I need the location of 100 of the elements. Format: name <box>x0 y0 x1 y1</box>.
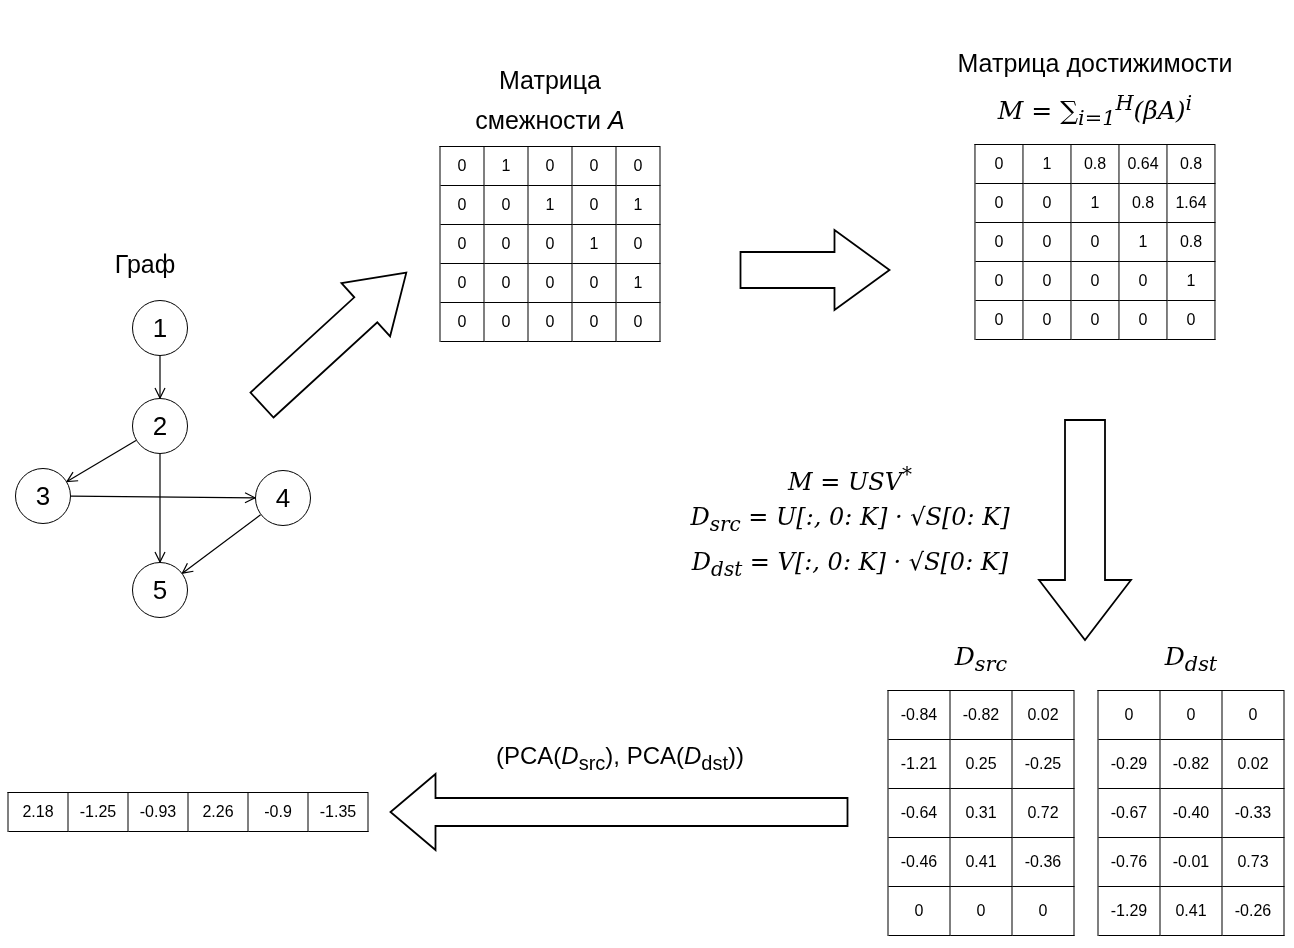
arrow <box>66 439 137 483</box>
matrix-cell: -0.93 <box>128 793 189 832</box>
matrix-cell: -1.29 <box>1098 887 1161 936</box>
matrix-cell: 0.8 <box>1071 145 1120 184</box>
matrix-cell: 0 <box>440 264 485 303</box>
matrix-cell: 0 <box>572 186 617 225</box>
arrow <box>154 453 166 563</box>
matrix-cell: 0 <box>975 262 1024 301</box>
matrix-cell: 0 <box>1071 262 1120 301</box>
formula: D$_{src}$ = U[:, 0: K] · √S[0: K] <box>690 503 1010 536</box>
matrix-cell: 0.41 <box>1160 887 1223 936</box>
matrix-cell: 0.8 <box>1167 223 1216 262</box>
matrix-cell: 0 <box>975 145 1024 184</box>
matrix-cell: 0 <box>975 223 1024 262</box>
graph-title: Граф <box>114 250 176 279</box>
matrix-cell: -0.9 <box>248 793 309 832</box>
matrix-cell: 0 <box>484 303 529 342</box>
matrix-cell: 0 <box>1119 301 1168 340</box>
matrix-cell: 0 <box>1071 223 1120 262</box>
matrix-cell: 0 <box>1023 262 1072 301</box>
matrix-cell: 0.8 <box>1167 145 1216 184</box>
matrix-cell: 0 <box>572 303 617 342</box>
matrix-cell: -0.40 <box>1160 789 1223 838</box>
matrix-cell: 1 <box>572 225 617 264</box>
matrix-cell: 0 <box>1012 887 1075 936</box>
matrix-cell: 0 <box>528 264 573 303</box>
matrix-cell: 0 <box>484 186 529 225</box>
matrix-cell: 0 <box>616 303 661 342</box>
matrix-cell: 0 <box>528 147 573 186</box>
matrix-cell: 0 <box>440 186 485 225</box>
matrix-cell: 0 <box>528 225 573 264</box>
matrix-cell: 1 <box>1023 145 1072 184</box>
matrix-cell: 0 <box>1023 184 1072 223</box>
block-arrow <box>739 228 892 312</box>
matrix-cell: -0.26 <box>1222 887 1285 936</box>
matrix-cell: 2.26 <box>188 793 249 832</box>
matrix-cell: -0.82 <box>1160 740 1223 789</box>
formula: M = USV$^{*}$ <box>788 462 912 496</box>
matrix-cell: 1 <box>616 264 661 303</box>
matrix-cell: 0 <box>1167 301 1216 340</box>
block-arrow <box>1037 419 1133 642</box>
matrix-cell: 1 <box>1119 223 1168 262</box>
matrix-cell: 0.25 <box>950 740 1013 789</box>
graph-node: 3 <box>15 468 71 524</box>
matrix-cell: 0 <box>1023 301 1072 340</box>
matrix-cell: 1.64 <box>1167 184 1216 223</box>
matrix-cell: -0.29 <box>1098 740 1161 789</box>
matrix-cell: -0.84 <box>888 691 951 740</box>
graph-node: 2 <box>132 398 188 454</box>
matrix-cell: 1 <box>616 186 661 225</box>
matrix-formula: D$_{dst}$ <box>1164 641 1218 678</box>
matrix-cell: -0.82 <box>950 691 1013 740</box>
matrix-cell: -0.36 <box>1012 838 1075 887</box>
matrix-cell: 0 <box>1222 691 1285 740</box>
matrix-cell: 1 <box>528 186 573 225</box>
matrix-cell: 1 <box>1167 262 1216 301</box>
matrix-cell: 2.18 <box>8 793 69 832</box>
matrix-cell: 0.31 <box>950 789 1013 838</box>
matrix-cell: 0 <box>1098 691 1161 740</box>
matrix-cell: 0 <box>975 301 1024 340</box>
matrix-cell: -0.64 <box>888 789 951 838</box>
matrix-cell: 0 <box>572 264 617 303</box>
formula: D$_{dst}$ = V[:, 0: K] · √S[0: K] <box>691 548 1009 581</box>
matrix-title: Матрица смежности A <box>474 65 626 136</box>
matrix-cell: 0 <box>1119 262 1168 301</box>
matrix-cell: 0 <box>1160 691 1223 740</box>
matrix-cell: 1 <box>484 147 529 186</box>
matrix-cell: -0.67 <box>1098 789 1161 838</box>
matrix-cell: -1.21 <box>888 740 951 789</box>
matrix-cell: 0 <box>572 147 617 186</box>
matrix-cell: -0.33 <box>1222 789 1285 838</box>
matrix-cell: 0.64 <box>1119 145 1168 184</box>
matrix-cell: 0.02 <box>1222 740 1285 789</box>
matrix-cell: 0.02 <box>1012 691 1075 740</box>
matrix-cell: -0.01 <box>1160 838 1223 887</box>
matrix-title: Матрица достижимости <box>957 47 1233 79</box>
arrow <box>154 355 166 399</box>
matrix-cell: 1 <box>1071 184 1120 223</box>
matrix-cell: 0 <box>440 147 485 186</box>
matrix-cell: -0.25 <box>1012 740 1075 789</box>
matrix-cell: 0.41 <box>950 838 1013 887</box>
matrix-cell: 0 <box>440 303 485 342</box>
matrix-cell: 0 <box>484 225 529 264</box>
matrix-cell: -0.76 <box>1098 838 1161 887</box>
matrix-cell: 0 <box>975 184 1024 223</box>
matrix-cell: -1.35 <box>308 793 369 832</box>
matrix-formula: D$_{src}$ <box>954 641 1008 678</box>
arrow <box>70 492 256 504</box>
graph-node: 4 <box>255 470 311 526</box>
graph-node: 5 <box>132 562 188 618</box>
matrix-cell: 0 <box>616 225 661 264</box>
matrix-cell: 0 <box>616 147 661 186</box>
matrix-cell: 0 <box>950 887 1013 936</box>
arrow <box>181 514 262 574</box>
matrix-cell: 0 <box>528 303 573 342</box>
matrix-cell: -0.46 <box>888 838 951 887</box>
matrix-cell: 0.72 <box>1012 789 1075 838</box>
matrix-cell: 0 <box>1023 223 1072 262</box>
block-arrow <box>249 271 408 419</box>
matrix-formula: M = ∑$_{i=1}$$^{H}$(βA)$^{i}$ <box>997 89 1193 132</box>
